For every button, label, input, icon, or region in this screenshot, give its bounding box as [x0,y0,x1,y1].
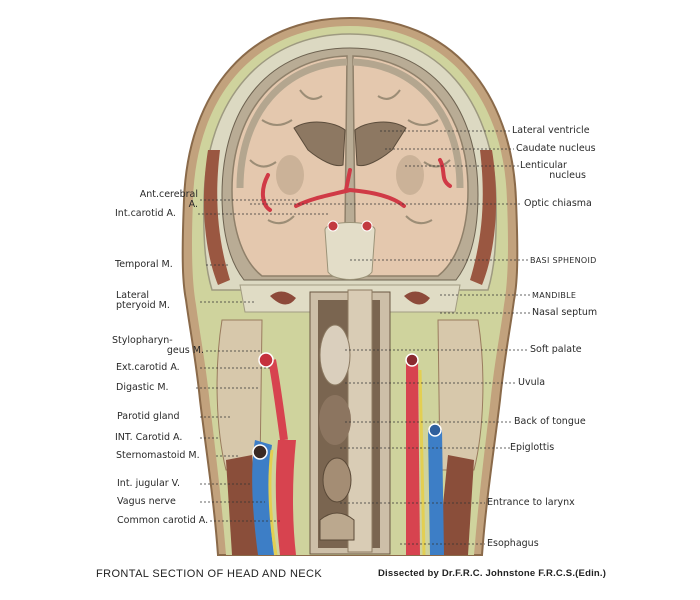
label-entrance-to-larynx: Entrance to larynx [487,497,575,508]
label-common-carotid-a: Common carotid A. [117,515,209,526]
internal-jugular-vein-left [252,440,274,555]
cerebral-arteries [261,158,452,212]
figure-credit: Dissected by Dr.F.R.C. Johnstone F.R.C.S… [378,568,607,579]
label-vagus-nerve: Vagus nerve [117,496,176,507]
lateral-ventricle-right [354,121,407,167]
back-of-tongue [319,395,351,445]
label-int-carotid-a: Int.carotid A. [115,208,176,219]
lateral-ventricle-left [293,121,346,167]
label-caudate-nucleus: Caudate nucleus [516,143,596,154]
vagus-nerve-left [268,449,278,556]
external-carotid-left [268,359,288,441]
temporal-muscle-left [203,150,230,285]
label-temporal-m: Temporal M. [115,259,173,270]
nasal-septum [347,289,373,553]
internal-carotid-right [406,358,420,555]
epiglottis [322,457,352,503]
internal-jugular-vein-right [428,430,444,555]
label-lateral-pterygoid-m: Lateral pteryoid M. [116,290,170,311]
label-stylopharyngeus-m: Stylopharyn- geus M. [112,335,204,356]
label-soft-palate: Soft palate [530,344,582,355]
label-esophagus: Esophagus [487,538,539,549]
common-carotid-left [275,440,296,555]
label-int-carotid-a-lower: INT. Carotid A. [115,432,183,443]
label-int-jugular-v: Int. jugular V. [117,478,180,489]
temporal-muscle-right [470,150,497,285]
parotid-gland-left [216,319,263,471]
figure-title: FRONTAL SECTION OF HEAD AND NECK [96,568,323,580]
label-optic-chiasma: Optic chiasma [524,198,592,209]
label-digastic-m: Digastic M. [116,382,169,393]
label-back-of-tongue: Back of tongue [514,416,586,427]
label-uvula: Uvula [518,377,546,388]
label-mandible: MANDIBLE [532,291,577,300]
label-parotid-gland: Parotid gland [117,411,180,422]
label-lenticular-nucleus: Lenticular nucleus [520,160,586,181]
leader-lines-right [250,130,530,545]
label-epiglottis: Epiglottis [510,442,555,453]
label-ant-cerebral-a: Ant.cerebral A. [139,189,198,210]
label-lateral-ventricle: Lateral ventricle [512,125,590,136]
parotid-gland-right [437,319,484,471]
label-ext-carotid-a: Ext.carotid A. [116,362,180,373]
label-nasal-septum: Nasal septum [532,307,598,318]
vagus-nerve-right [418,369,426,556]
sternomastoid-right [438,455,474,555]
soft-palate [319,324,351,386]
leader-lines-left [196,199,330,522]
label-sternomastoid-m: Sternomastoid M. [116,450,200,461]
label-basi-sphenoid: BASI SPHENOID [530,256,597,265]
